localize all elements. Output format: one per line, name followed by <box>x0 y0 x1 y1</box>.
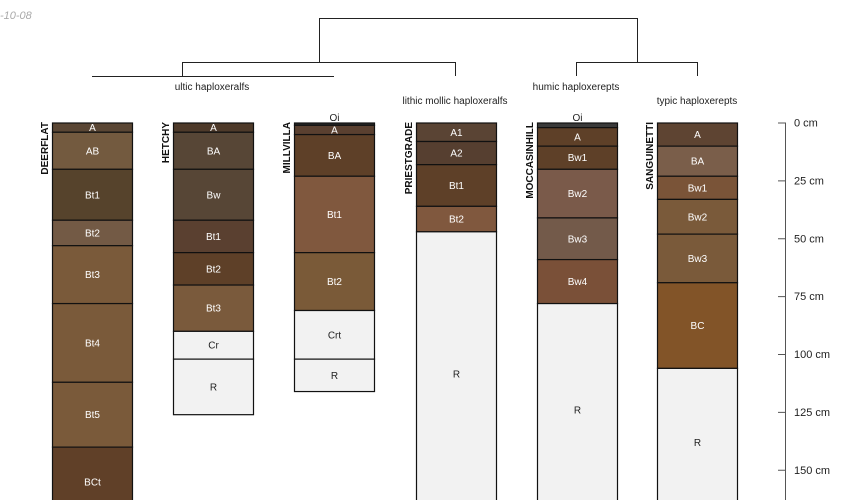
horizon-ba <box>172 131 255 170</box>
horizon-label: Bt1 <box>206 232 221 243</box>
horizon-bt3 <box>172 284 255 332</box>
horizon-bt1 <box>293 175 376 254</box>
horizon-label: Cr <box>208 341 219 352</box>
profile-name: PRIESTGRADE <box>404 122 415 195</box>
horizon-bw3 <box>536 217 619 261</box>
horizon-r <box>536 302 619 500</box>
horizon-bt2 <box>293 252 376 312</box>
horizon-label: Bw3 <box>568 234 588 245</box>
corner-date-text: -10-08 <box>0 10 33 22</box>
horizon-label: BA <box>328 151 342 162</box>
horizon-r <box>656 367 739 500</box>
horizon-label: Oi <box>330 113 340 124</box>
axis-tick-label: 150 cm <box>794 465 830 477</box>
horizon-label: R <box>574 406 581 417</box>
profile-name: SANGUINETTI <box>645 122 656 190</box>
horizon-bc <box>656 282 739 369</box>
axis-tick-label: 25 cm <box>794 175 824 187</box>
horizon-bw2 <box>656 198 739 235</box>
horizon-label: Bw <box>207 190 222 201</box>
horizon-r <box>172 358 255 416</box>
horizon-label: BCt <box>84 477 101 488</box>
horizon-label: Bw1 <box>688 183 708 194</box>
horizon-label: A <box>694 130 701 141</box>
horizon-label: BC <box>691 321 705 332</box>
horizon-label: Bt1 <box>85 190 100 201</box>
profile-name: MILLVILLA <box>282 122 293 173</box>
horizon-label: BA <box>207 146 221 157</box>
horizon-label: BA <box>691 157 705 168</box>
group-label-ultic: ultic haploxeralfs <box>175 82 249 93</box>
horizon-bt1 <box>415 164 498 207</box>
horizon-label: Bw2 <box>688 212 708 223</box>
horizon-label: Oi <box>573 113 583 124</box>
horizon-label: R <box>331 371 338 382</box>
horizon-bt2 <box>172 252 255 286</box>
dendrogram <box>92 18 698 77</box>
horizon-label: Bt2 <box>206 264 221 275</box>
horizon-label: Bt2 <box>449 215 464 226</box>
group-label-typic: typic haploxerepts <box>657 96 738 107</box>
horizon-label: Bt5 <box>85 410 100 421</box>
horizon-bct <box>51 446 134 500</box>
horizon-label: Bt2 <box>85 228 100 239</box>
axis-tick-label: 0 cm <box>794 118 818 130</box>
horizon-label: R <box>694 438 701 449</box>
group-label-humic: humic haploxerepts <box>533 82 620 93</box>
horizon-label: Bw3 <box>688 254 708 265</box>
group-label-lithic-mollic: lithic mollic haploxeralfs <box>402 96 507 107</box>
horizon-ba <box>293 133 376 177</box>
horizon-label: A <box>89 123 96 134</box>
horizon-r <box>415 231 498 500</box>
profile-name: MOCCASINHILL <box>525 122 536 199</box>
horizon-label: Bw2 <box>568 189 588 200</box>
horizon-label: R <box>210 382 217 393</box>
dendrogram-left-branch <box>182 62 456 76</box>
dendrogram-right-branch <box>576 62 698 76</box>
horizon-r <box>293 358 376 393</box>
horizon-bw2 <box>536 168 619 219</box>
horizon-label: Bt1 <box>449 181 464 192</box>
horizon-crt <box>293 309 376 360</box>
horizon-label: A <box>574 132 581 143</box>
horizon-label: A <box>331 125 338 136</box>
profile-name: DEERFLAT <box>40 122 51 175</box>
horizon-bt1 <box>51 168 134 221</box>
horizon-bw <box>172 168 255 221</box>
horizon-label: Bt3 <box>85 270 100 281</box>
horizon-label: Bt1 <box>327 210 342 221</box>
depth-axis: 0 cm 25 cm 50 cm 75 cm 100 cm 125 cm 150 cm <box>778 118 830 500</box>
horizon-label: Bt3 <box>206 304 221 315</box>
horizon-label: Crt <box>328 330 342 341</box>
axis-tick-label: 75 cm <box>794 291 824 303</box>
axis-tick-label: 100 cm <box>794 349 830 361</box>
horizon-label: AB <box>86 146 100 157</box>
horizon-bt2 <box>415 205 498 233</box>
horizon-ab <box>51 131 134 170</box>
horizon-label: R <box>453 370 460 381</box>
horizon-label: Bw4 <box>568 277 588 288</box>
horizon-label: A <box>210 123 217 134</box>
horizon-bt1 <box>172 219 255 254</box>
dendrogram-root-branch <box>319 18 638 62</box>
horizon-cr <box>172 330 255 360</box>
horizon-bt2 <box>51 219 134 247</box>
horizon-label: Bw1 <box>568 153 588 164</box>
profile-name: HETCHY <box>161 122 172 163</box>
axis-tick-label: 50 cm <box>794 233 824 245</box>
horizon-label: Bt4 <box>85 338 100 349</box>
horizon-bw4 <box>536 258 619 305</box>
horizon-label: Bt2 <box>327 277 342 288</box>
axis-tick-label: 125 cm <box>794 407 830 419</box>
horizon-label: A1 <box>450 128 463 139</box>
horizon-label: A2 <box>450 149 463 160</box>
